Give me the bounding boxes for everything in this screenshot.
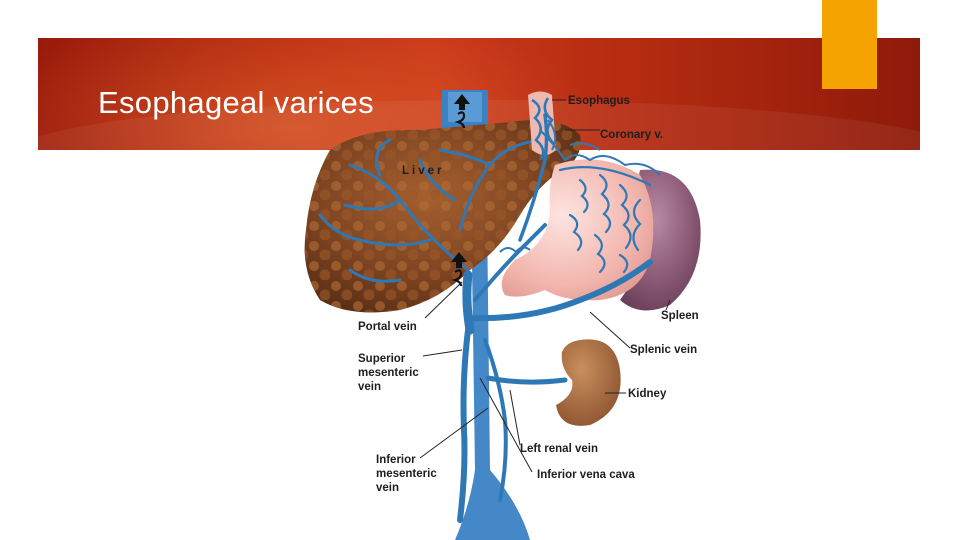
label-inf-mes-line-2: mesenteric <box>376 468 437 480</box>
slide-title: Esophageal varices <box>98 85 374 120</box>
label-inf-mes-line-3: vein <box>376 482 399 494</box>
left-gastric-vein <box>473 223 547 302</box>
label-sup-mes-line-2: mesenteric <box>358 367 419 379</box>
small-vein-loops <box>499 246 531 254</box>
inf-mesenteric-vein <box>483 338 508 502</box>
hepatic-veins <box>318 138 542 283</box>
accent-block <box>822 0 877 89</box>
label-sup-mes-line-3: vein <box>358 381 381 393</box>
kidney <box>556 339 621 426</box>
splenic-vein <box>467 259 653 322</box>
label-inferior-vena-cava: Inferior vena cava <box>537 469 635 481</box>
label-portal-vein: Portal vein <box>358 321 417 333</box>
left-renal-vein <box>485 375 568 385</box>
leader-lines <box>419 99 671 473</box>
title-banner <box>38 38 920 150</box>
portal-vein <box>462 270 475 335</box>
sup-mesenteric-vein <box>457 327 471 523</box>
label-esophagus: Esophagus <box>568 95 630 107</box>
label-inf-mes-line-1: Inferior <box>376 454 416 466</box>
label-splenic-vein: Splenic vein <box>630 344 697 356</box>
stomach <box>501 159 654 301</box>
flow-arrow-icon <box>454 94 470 129</box>
liver-texture <box>304 120 581 313</box>
flow-arrow-icon <box>451 252 467 287</box>
esophageal-varices <box>531 97 555 161</box>
label-kidney: Kidney <box>628 388 667 400</box>
gastric-varices <box>558 166 652 274</box>
label-coronary-vein: Coronary v. <box>600 129 663 141</box>
coronary-vein-plexus <box>539 119 661 176</box>
label-sup-mes-line-1: Superior <box>358 353 406 365</box>
label-liver: Liver <box>402 165 445 177</box>
coronary-vein <box>518 113 549 242</box>
label-left-renal-vein: Left renal vein <box>520 443 598 455</box>
label-spleen: Spleen <box>661 310 699 322</box>
portal-system-veins <box>457 113 653 523</box>
